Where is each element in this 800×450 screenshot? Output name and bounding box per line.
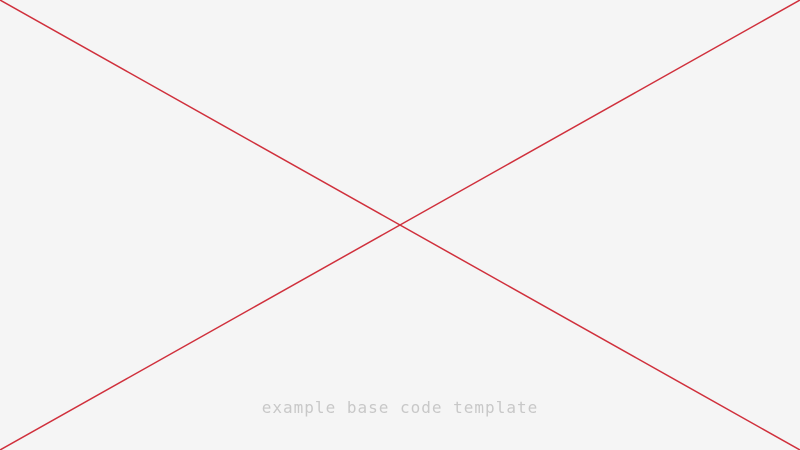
template-caption: example base code template (261, 398, 539, 417)
